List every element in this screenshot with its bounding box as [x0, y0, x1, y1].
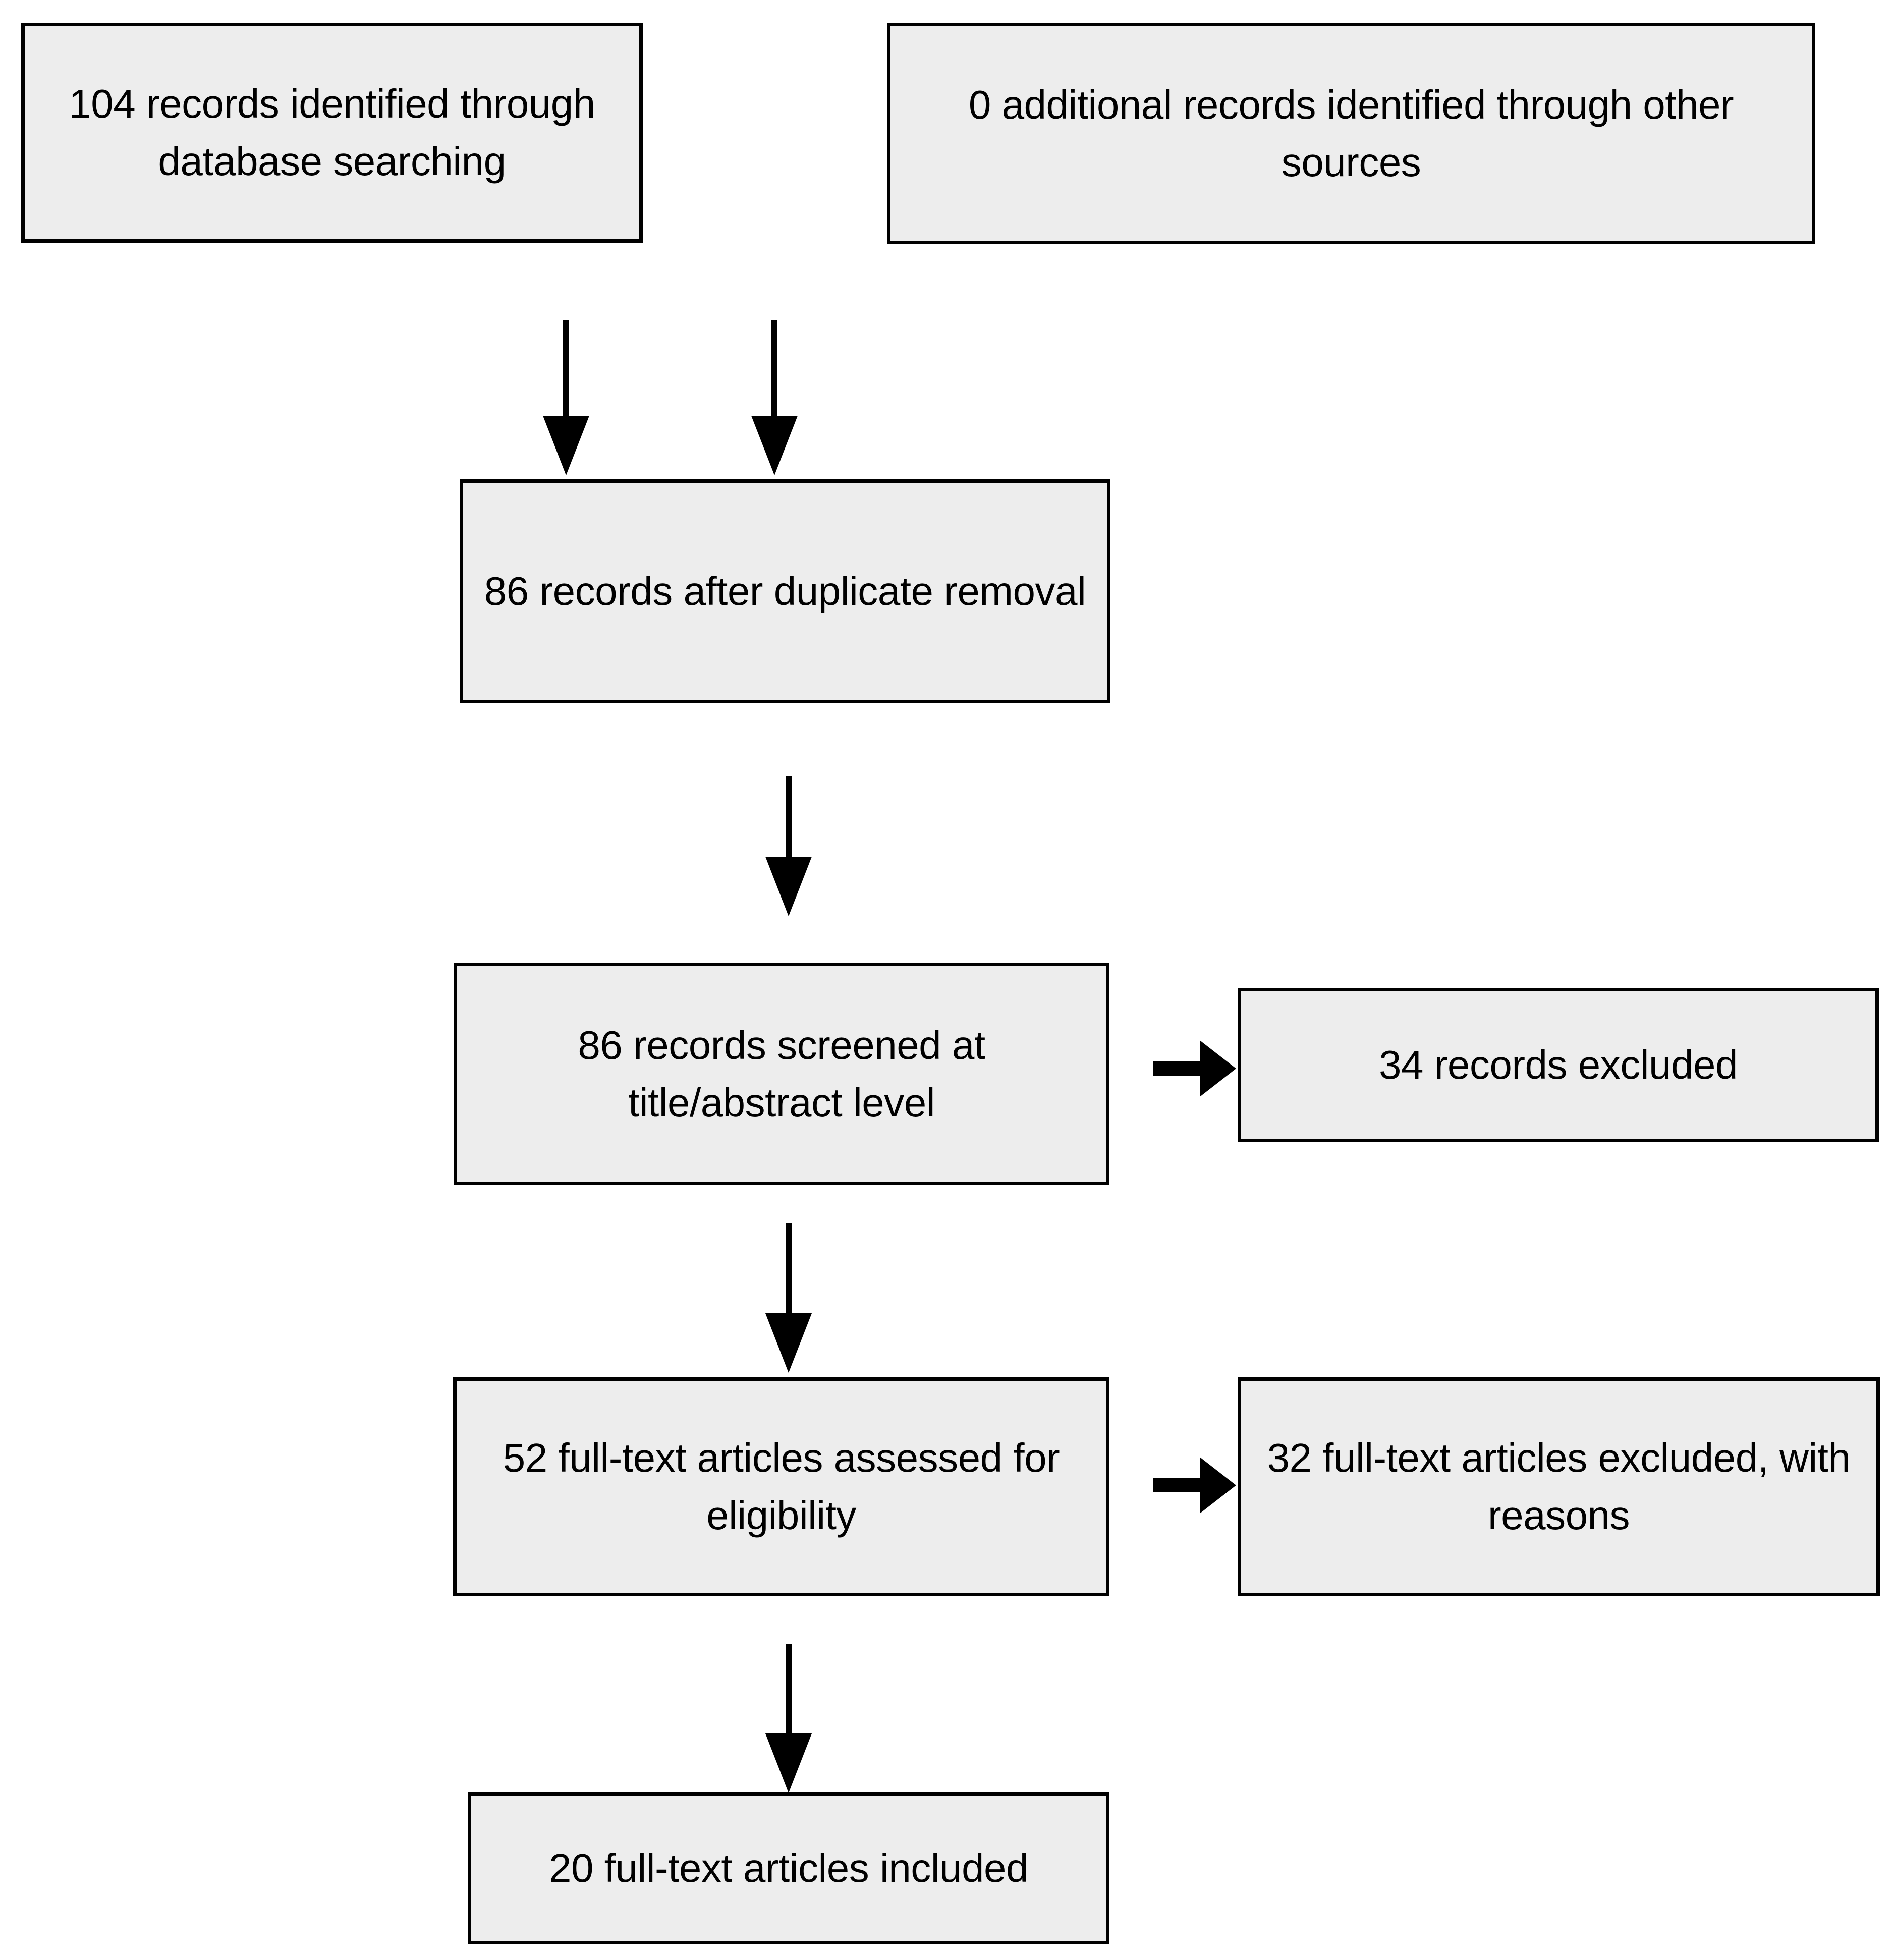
arrow-shaft: [771, 320, 777, 416]
arrow-head: [1200, 1040, 1236, 1097]
arrow-head: [543, 416, 589, 475]
node-label: 20 full-text articles included: [549, 1845, 1028, 1891]
arrow-head: [765, 857, 812, 916]
arrow-shaft: [563, 320, 569, 416]
node-records-identified-other-sources: 0 additional records identified through …: [887, 23, 1815, 244]
node-fulltext-excluded: 32 full-text articles excluded, with rea…: [1238, 1377, 1880, 1596]
node-records-after-duplicate-removal: 86 records after duplicate removal: [460, 479, 1110, 703]
node-label: 0 additional records identified through …: [968, 82, 1734, 185]
arrow-shaft: [1153, 1061, 1200, 1076]
arrow-head: [1200, 1457, 1236, 1514]
node-fulltext-assessed: 52 full-text articles assessed for eligi…: [453, 1377, 1109, 1596]
node-label: 52 full-text articles assessed for eligi…: [503, 1435, 1060, 1538]
arrow-shaft: [1153, 1478, 1200, 1492]
node-records-excluded: 34 records excluded: [1238, 988, 1879, 1142]
node-records-identified-database: 104 records identified through database …: [21, 23, 643, 243]
node-label: 104 records identified through database …: [69, 81, 595, 184]
node-fulltext-included: 20 full-text articles included: [468, 1792, 1109, 1944]
node-label: 32 full-text articles excluded, with rea…: [1267, 1435, 1851, 1538]
arrow-shaft: [786, 1223, 792, 1313]
arrow-head: [765, 1313, 812, 1373]
node-label: 34 records excluded: [1379, 1042, 1738, 1088]
node-records-screened: 86 records screened at title/abstract le…: [454, 963, 1109, 1185]
arrow-head: [751, 416, 798, 475]
node-label: 86 records screened at title/abstract le…: [578, 1022, 985, 1125]
node-label: 86 records after duplicate removal: [484, 569, 1086, 614]
arrow-head: [765, 1733, 812, 1793]
arrow-shaft: [786, 776, 792, 857]
arrow-shaft: [786, 1644, 792, 1733]
